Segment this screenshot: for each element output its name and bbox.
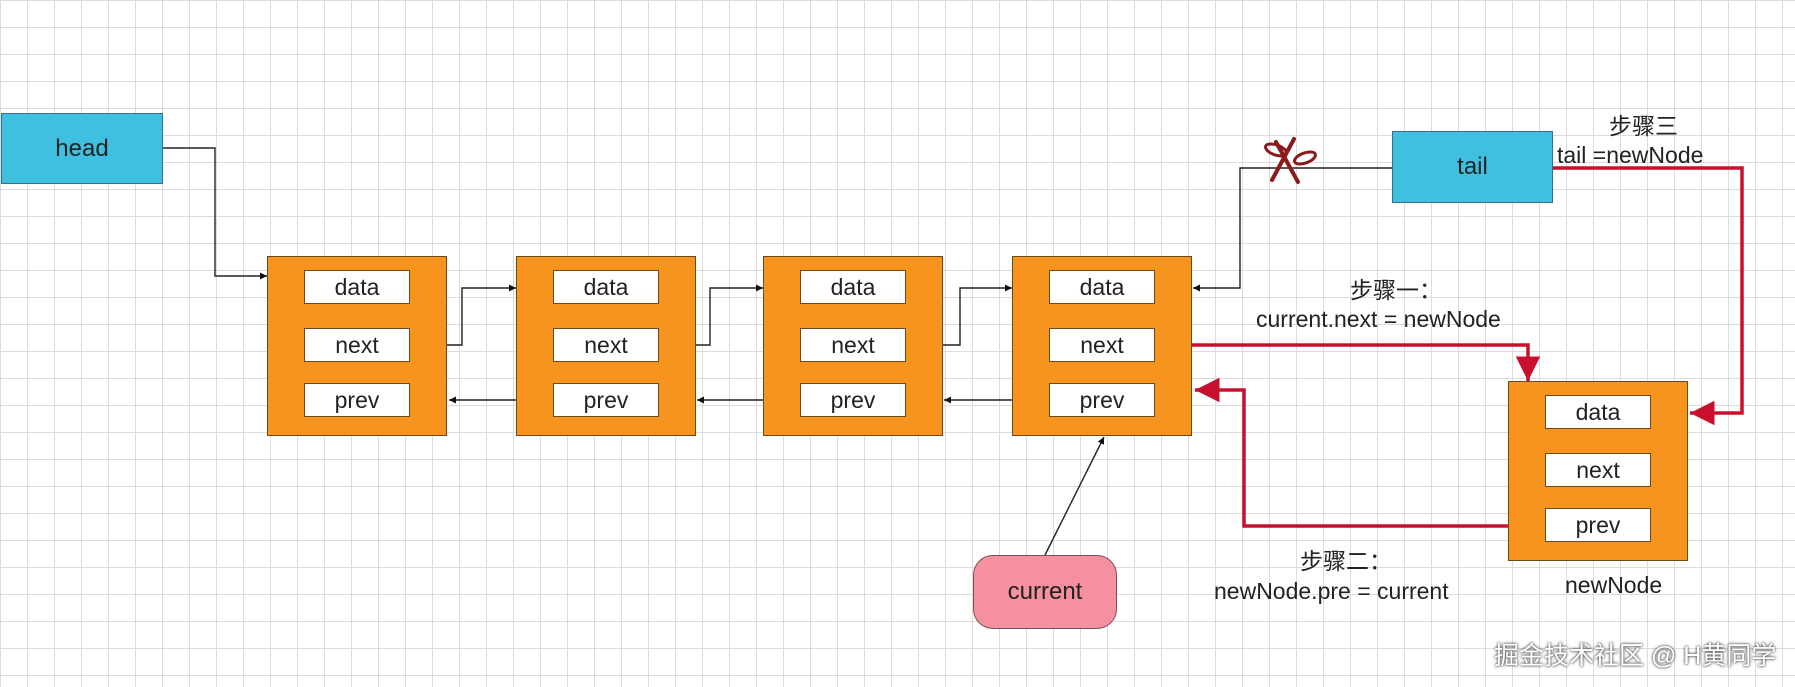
new-node-data-field: data	[1545, 395, 1651, 429]
scissors-icon	[1264, 137, 1317, 184]
step2-arrow	[1195, 377, 1546, 528]
node-data-field: data	[1049, 270, 1155, 304]
new-node-next-field: next	[1545, 453, 1651, 487]
node-data-field: data	[800, 270, 906, 304]
tail-label: tail	[1457, 153, 1488, 180]
node-next-field: next	[800, 328, 906, 362]
new-node-prev-field: prev	[1545, 508, 1651, 542]
node-prev-field: prev	[553, 383, 659, 417]
node-prev-field: prev	[304, 383, 410, 417]
step3-title: 步骤三	[1609, 113, 1678, 139]
tail-old-pointer-arrow	[1193, 167, 1392, 292]
node-data-field: data	[304, 270, 410, 304]
watermark: 掘金技术社区 @ H黄同学	[1494, 642, 1777, 670]
list-node-1: data next prev	[267, 256, 447, 436]
node-prev-field: prev	[800, 383, 906, 417]
list-node-4: data next prev	[1012, 256, 1192, 436]
step2-title: 步骤二：	[1300, 548, 1392, 574]
node-prev-field: prev	[1049, 383, 1155, 417]
head-pointer-arrow	[162, 147, 267, 280]
current-pointer: current	[973, 555, 1117, 629]
node-next-field: next	[304, 328, 410, 362]
new-node-caption: newNode	[1565, 572, 1663, 598]
new-node: data next prev	[1508, 381, 1688, 561]
step1-title: 步骤一：	[1350, 277, 1442, 303]
step1-code: current.next = newNode	[1256, 306, 1501, 332]
list-node-3: data next prev	[763, 256, 943, 436]
list-node-2: data next prev	[516, 256, 696, 436]
step1-arrow	[1155, 343, 1541, 381]
head-label: head	[55, 134, 109, 162]
current-pointer-arrow	[1044, 436, 1105, 556]
step2-code: newNode.pre = current	[1214, 578, 1449, 604]
node-data-field: data	[553, 270, 659, 304]
current-label: current	[1007, 578, 1083, 605]
node-next-field: next	[1049, 328, 1155, 362]
head-pointer: head	[1, 113, 163, 184]
tail-pointer: tail	[1392, 131, 1553, 203]
step3-code: tail =newNode	[1557, 142, 1704, 168]
step3-arrow	[1552, 166, 1744, 426]
node-next-field: next	[553, 328, 659, 362]
